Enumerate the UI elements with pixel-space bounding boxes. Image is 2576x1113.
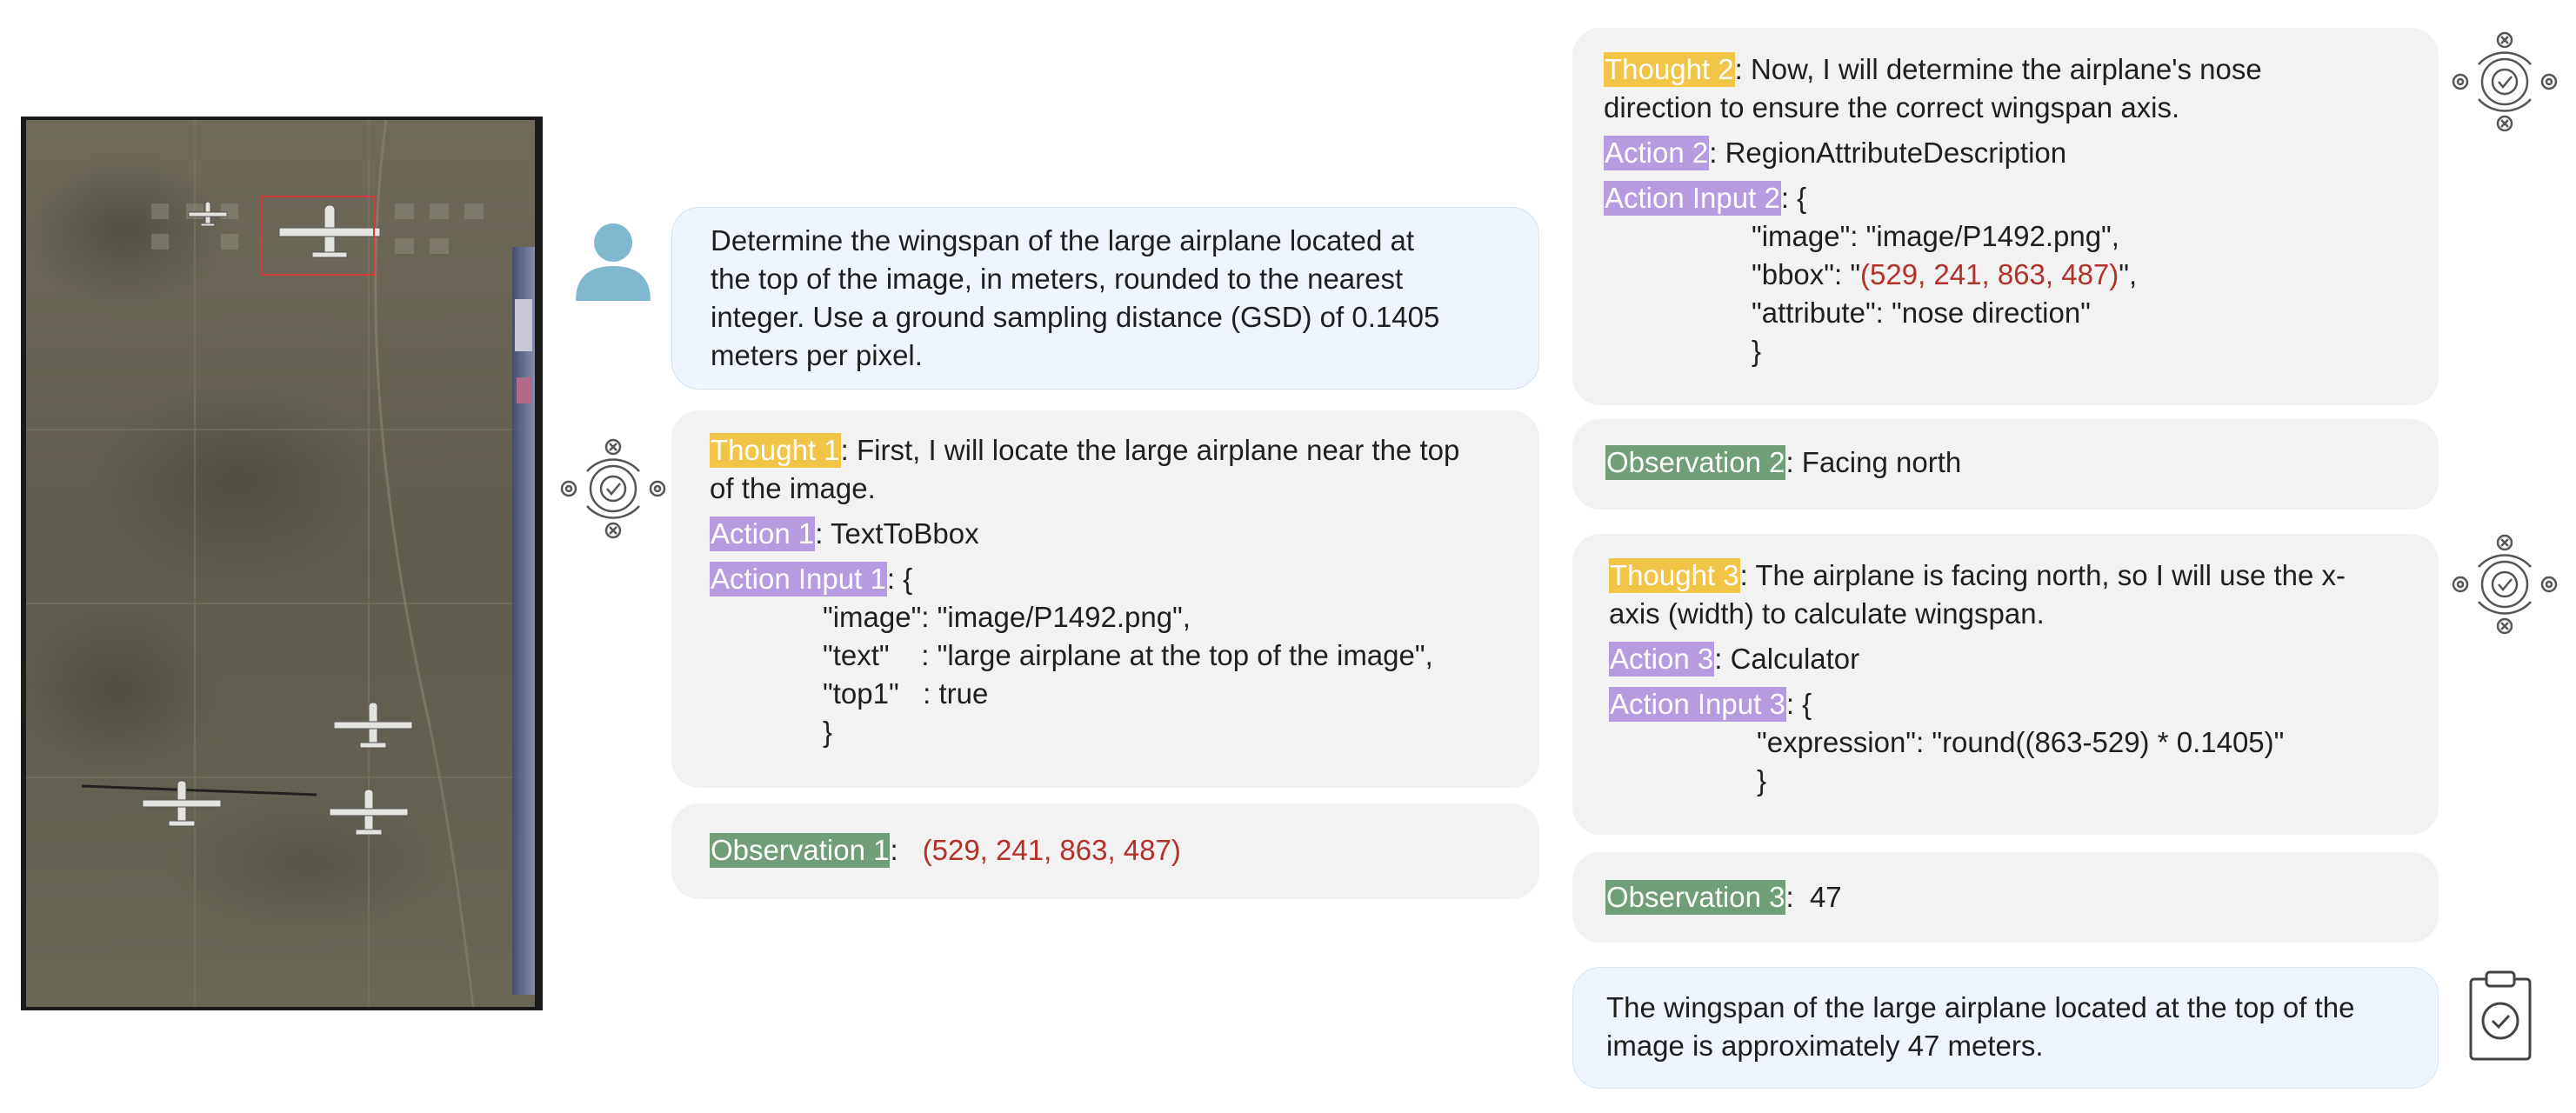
user-query-bubble: Determine the wingspan of the large airp… xyxy=(671,207,1539,390)
observation3-bubble: Observation 3: 47 xyxy=(1572,852,2439,943)
arg-line: "text" : "large airplane at the top of t… xyxy=(823,639,1433,671)
arg-line: "image": "image/P1492.png", xyxy=(1752,220,2119,252)
action-text: : TextToBbox xyxy=(815,517,979,550)
arg-line: } xyxy=(823,716,833,748)
thought-text: : Now, I will determine the airplane's n… xyxy=(1734,53,2262,85)
thought-text: : First, I will locate the large airplan… xyxy=(840,434,1460,466)
action-text: : RegionAttributeDescription xyxy=(1709,137,2067,169)
action-input-text: : { xyxy=(1785,688,1812,720)
arg-line: "bbox": "(529, 241, 863, 487)", xyxy=(1604,256,2439,294)
step3-bubble: Thought 3: The airplane is facing north,… xyxy=(1572,534,2439,835)
arg-line: } xyxy=(1757,764,1767,796)
arg-line: "expression": "round((863-529) * 0.1405)… xyxy=(1757,726,2285,758)
arg-line: "attribute": "nose direction" xyxy=(1752,297,2091,329)
observation-sep: : xyxy=(890,834,898,866)
query-line: Determine the wingspan of the large airp… xyxy=(711,224,1414,257)
final-answer-line: image is approximately 47 meters. xyxy=(1606,1030,2044,1062)
thought-text: of the image. xyxy=(710,472,876,504)
thought-tag: Thought 3 xyxy=(1609,558,1740,593)
arg-suffix: ", xyxy=(2119,258,2138,290)
observation-tag: Observation 3 xyxy=(1605,880,1786,915)
action-tag: Action 2 xyxy=(1604,136,1710,170)
arg-key: "bbox": " xyxy=(1752,258,1861,290)
final-answer-line: The wingspan of the large airplane locat… xyxy=(1606,991,2355,1023)
action-input-tag: Action Input 1 xyxy=(710,562,887,596)
observation-text: : Facing north xyxy=(1785,446,1962,478)
observation-tag: Observation 1 xyxy=(710,833,891,868)
action-input-text: : { xyxy=(886,563,913,595)
arg-line: "top1" : true xyxy=(823,677,989,710)
action-text: : Calculator xyxy=(1714,643,1860,675)
action-input-text: : { xyxy=(1780,182,1807,214)
user-avatar-icon xyxy=(576,223,651,301)
thought-text: axis (width) to calculate wingspan. xyxy=(1609,597,2045,630)
observation-value: (529, 241, 863, 487) xyxy=(922,834,1181,866)
query-line: integer. Use a ground sampling distance … xyxy=(711,301,1440,333)
observation1-bubble: Observation 1: (529, 241, 863, 487) xyxy=(671,803,1539,899)
action-tag: Action 3 xyxy=(1609,642,1715,676)
arg-line: "image": "image/P1492.png", xyxy=(823,601,1191,633)
query-line: meters per pixel. xyxy=(711,339,923,371)
detected-airplane-bbox xyxy=(260,196,375,276)
step2-bubble: Thought 2: Now, I will determine the air… xyxy=(1572,28,2439,405)
observation-tag: Observation 2 xyxy=(1605,445,1786,480)
arg-line: } xyxy=(1752,335,1762,367)
thought-tag: Thought 2 xyxy=(1604,52,1735,87)
arg-bbox-value: (529, 241, 863, 487) xyxy=(1860,258,2119,290)
thought-text: direction to ensure the correct wingspan… xyxy=(1604,91,2180,123)
final-answer-bubble: The wingspan of the large airplane locat… xyxy=(1572,967,2439,1089)
gear-check-agent-icon xyxy=(560,438,666,539)
action-input-tag: Action Input 2 xyxy=(1604,181,1781,216)
step1-bubble: Thought 1: First, I will locate the larg… xyxy=(671,410,1539,788)
action-tag: Action 1 xyxy=(710,517,816,551)
thought-tag: Thought 1 xyxy=(710,433,841,468)
action-input-tag: Action Input 3 xyxy=(1609,687,1786,722)
gear-check-agent-icon xyxy=(2452,31,2558,132)
clipboard-check-icon xyxy=(2469,970,2532,1061)
gear-check-agent-icon xyxy=(2452,534,2558,635)
aerial-image xyxy=(21,117,543,1010)
observation-text: : 47 xyxy=(1785,881,1842,913)
thought-text: : The airplane is facing north, so I wil… xyxy=(1739,559,2346,591)
observation2-bubble: Observation 2: Facing north xyxy=(1572,419,2439,510)
query-line: the top of the image, in meters, rounded… xyxy=(711,263,1404,295)
